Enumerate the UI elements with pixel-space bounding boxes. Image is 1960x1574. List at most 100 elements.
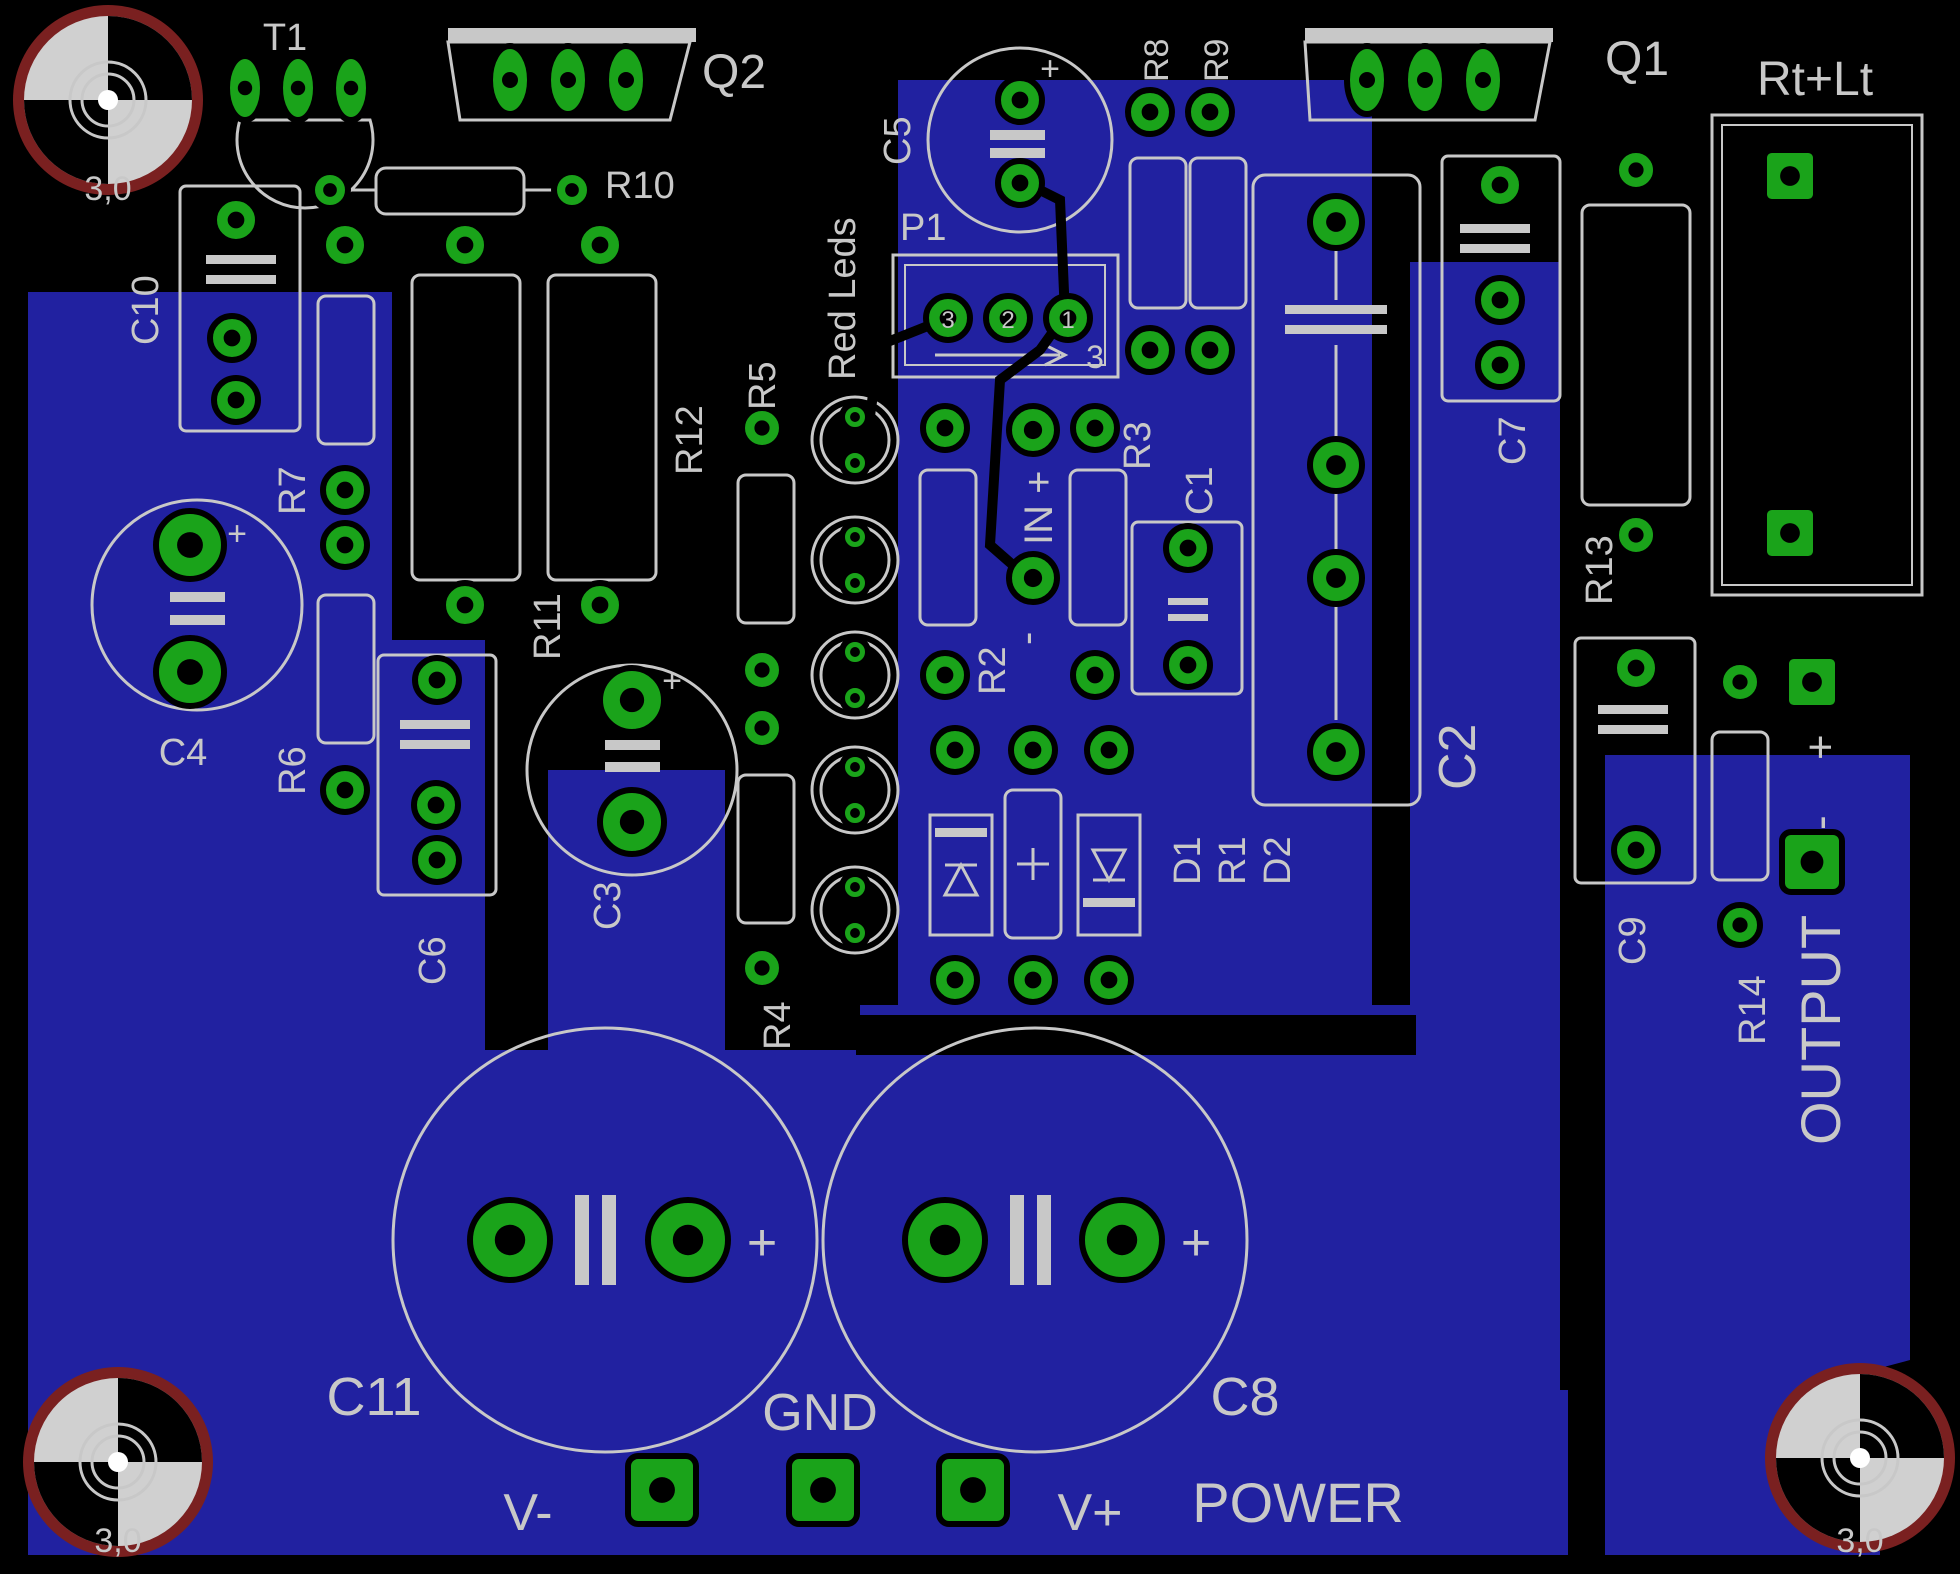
led-pad [839,567,871,599]
label-r11: R11 [527,593,569,660]
pad [1084,955,1134,1005]
label-r9: R9 [1198,39,1236,82]
label-c2: C2 [1429,724,1487,790]
p1-pin1-label: 1 [1061,307,1074,334]
c5-plus: + [1040,50,1060,88]
pad [1611,825,1661,875]
pad [1185,87,1235,137]
pad [995,158,1045,208]
label-c8: C8 [1210,1367,1279,1427]
pad [923,293,973,343]
t1-outline [235,118,375,210]
c11-plus: + [747,1214,777,1272]
label-c3: C3 [587,881,629,930]
label-output: OUTPUT [1789,915,1852,1145]
pad [153,508,227,582]
pad [551,169,593,211]
pad [1475,275,1525,325]
label-c9: C9 [1612,916,1654,965]
pad [207,313,257,363]
q1-pin [1402,43,1448,117]
pad [920,650,970,700]
pad [1006,403,1060,457]
pad [1043,293,1093,343]
pad [320,465,370,515]
pad [597,787,667,857]
pad [412,655,462,705]
c11-pad [467,1197,553,1283]
pad [1006,551,1060,605]
label-q2: Q2 [702,46,766,99]
label-r8: R8 [1138,39,1176,82]
label-r6: R6 [272,746,314,795]
label-r10: R10 [605,165,675,207]
label-out-plus: + [1796,734,1845,760]
pad [211,375,261,425]
pad [1163,523,1213,573]
hole-label-bl: 3,0 [94,1522,141,1560]
pad [1084,725,1134,775]
label-in-minus: - [1005,632,1049,645]
c11-pad [645,1197,731,1283]
mounting-holes [13,5,1955,1557]
label-r2: R2 [972,646,1014,695]
pad [412,835,462,885]
pad [739,405,785,451]
pad [1307,436,1365,494]
label-r12: R12 [669,405,711,475]
pad [575,220,625,270]
pad [739,705,785,751]
pad [1008,955,1058,1005]
label-r13: R13 [1579,535,1621,605]
pad [1125,325,1175,375]
pad [1717,902,1763,948]
label-c6: C6 [412,936,454,985]
t1-pin [224,53,266,123]
square-pad [1783,653,1841,711]
pad [920,403,970,453]
pad [320,220,370,270]
pad-layer [153,43,1845,1527]
label-d1: D1 [1167,836,1209,885]
t1-pin [277,53,319,123]
hole-label-br: 3,0 [1836,1522,1883,1560]
pad [1185,325,1235,375]
square-pad [1761,504,1819,562]
q2-pin [603,43,649,117]
label-q1: Q1 [1605,33,1669,86]
led-pad [839,797,871,829]
square-pad [1779,829,1845,895]
led-pad [839,871,871,903]
pad [309,169,351,211]
label-r7: R7 [272,466,314,515]
pad [1307,193,1365,251]
led-pad [839,636,871,668]
label-p1: P1 [900,207,946,249]
pad [320,520,370,570]
led-pad [839,682,871,714]
led-pad [839,917,871,949]
p1-pin2-label: 2 [1001,307,1014,334]
mount-hole-bl [23,1367,213,1557]
c8-pad [902,1197,988,1283]
pad [995,75,1045,125]
c3-plus: + [662,662,682,700]
pad [930,725,980,775]
pad [1611,643,1661,693]
label-c10: C10 [125,275,167,345]
pad [1008,725,1058,775]
label-t1: T1 [263,17,307,59]
label-rt-lt: Rt+Lt [1757,53,1873,106]
pad [1475,340,1525,390]
label-c4: C4 [159,732,208,774]
pad [930,955,980,1005]
label-red-leds: Red Leds [822,217,864,380]
t1-pin [330,53,372,123]
pad [1613,147,1659,193]
label-c11: C11 [326,1367,421,1427]
mount-hole-br [1765,1363,1955,1553]
square-pad [1761,147,1819,205]
pad [1070,650,1120,700]
pad [440,580,490,630]
